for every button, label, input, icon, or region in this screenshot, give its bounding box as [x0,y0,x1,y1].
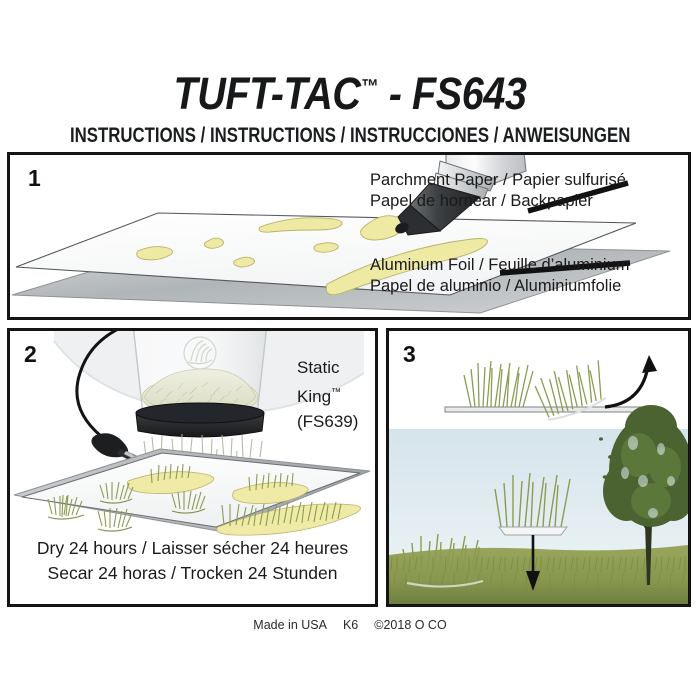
panel-step-3: 3 [386,328,691,607]
grass-tufts [47,463,342,532]
glue-blobs [136,215,488,296]
grass-tuft [47,494,85,520]
peel-arrow-icon [604,355,657,409]
grounding-cable [75,331,118,439]
grass-tuft-attached [463,360,534,408]
grass-tuft-lifting [534,360,607,421]
callout-foil-line-1: Aluminum Foil / Feuille d’aluminium [370,256,630,274]
grass-tuft-sparse [248,472,294,492]
glue-and-grass-areas [127,471,361,536]
callout-aluminum-foil: Aluminum Foil / Feuille d’aluminium Pape… [370,255,630,297]
parchment-paper-layer [15,212,637,296]
falling-leaves [599,437,618,499]
trademark-icon: ™ [331,387,342,398]
made-in-label: Made in USA [253,618,327,632]
grass-tuft-strip [221,501,342,527]
lot-code-label: K6 [342,618,359,632]
callout-foil-line-2: Papel de aluminio / Aluminiumfolie [370,277,622,295]
page-title: TUFT-TAC™ - FS643 [42,62,658,119]
copyright-label: ©2018 O CO [374,618,447,632]
trademark-icon: ™ [360,76,379,98]
title-model: - FS643 [378,68,527,119]
step-1-illustration [11,155,671,314]
footer: Made in USA K6 ©2018 O CO [0,618,700,632]
callout-parchment-line-2: Papel de hornear / Backpapier [370,192,593,210]
callout-leader-lines [499,180,631,276]
static-king-label: Static King™ (FS639) [297,355,358,434]
scenery-tree [599,405,688,585]
static-king-device [133,331,267,438]
callout-parchment-paper: Parchment Paper / Papier sulfurisé Papel… [370,170,626,212]
tuft-peeling-scene [444,355,657,421]
grass-tuft [97,507,133,532]
step-number-2: 2 [24,341,37,367]
static-king-line-1: Static [297,358,340,377]
drying-instructions: Dry 24 hours / Laisser sécher 24 heures … [10,536,375,586]
foliage-gaps [621,436,675,518]
title-brand: TUFT-TAC [173,68,361,119]
callout-parchment-line-1: Parchment Paper / Papier sulfurisé [370,171,626,189]
glue-bottle [395,155,527,236]
static-king-logo-icon [183,336,217,370]
step-number-1: 1 [28,165,41,191]
static-king-line-2: King™ [297,387,342,406]
placed-grass-tuft-left [402,533,484,588]
panel-step-2: 2 [7,328,378,607]
static-king-line-3: (FS639) [297,412,359,431]
placement-arrow-icon [526,535,540,591]
grass-tuft-sparse [150,463,191,484]
diorama-scene [389,405,688,604]
step-2-illustration [13,331,371,536]
placed-grass-tuft-floating [494,472,571,536]
step-3-illustration [389,355,688,604]
step-number-3: 3 [403,341,416,367]
grass-tuft [99,481,134,504]
page-subtitle: INSTRUCTIONS / INSTRUCTIONS / INSTRUCCIO… [70,124,631,147]
grass-tuft [171,490,206,514]
dry-line-1: Dry 24 hours / Laisser sécher 24 heures [36,538,349,558]
panel-step-1: 1 [7,152,691,320]
dry-line-2: Secar 24 horas / Trocken 24 Stunden [47,563,338,583]
